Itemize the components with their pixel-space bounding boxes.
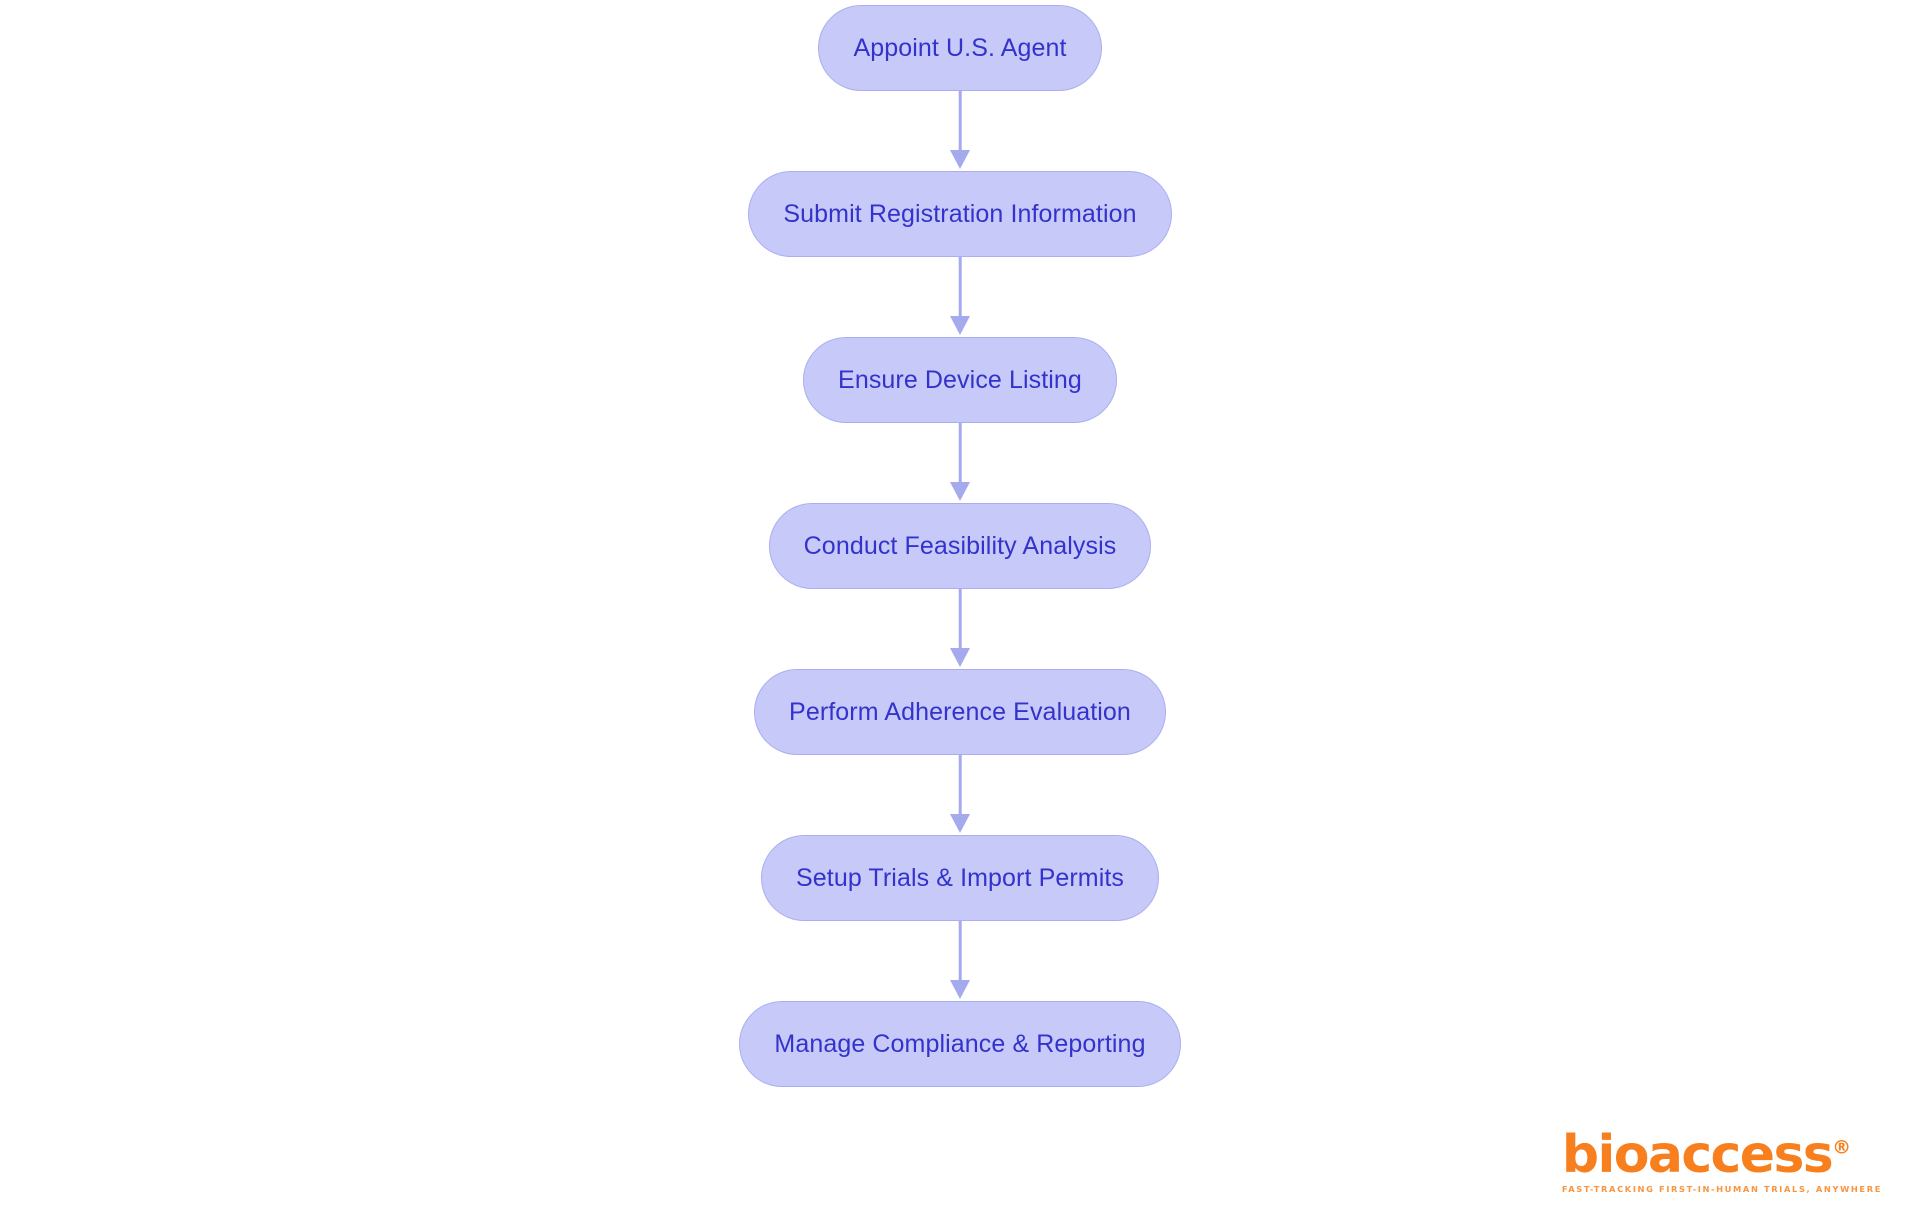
flow-node-submit-registration-information[interactable]: Submit Registration Information: [748, 171, 1172, 257]
flow-node-label: Setup Trials & Import Permits: [796, 863, 1124, 892]
flow-node-label: Submit Registration Information: [783, 199, 1137, 228]
arrow-head-icon: [950, 648, 970, 667]
brand-wordmark: bioaccess®: [1562, 1129, 1851, 1181]
arrow-stem: [958, 423, 962, 485]
arrow-stem: [958, 589, 962, 651]
flow-arrow-3-to-4: [945, 423, 975, 503]
flow-node-label: Appoint U.S. Agent: [853, 33, 1067, 62]
arrow-head-icon: [950, 150, 970, 169]
flow-arrow-4-to-5: [945, 589, 975, 669]
flow-node-setup-trials-import-permits[interactable]: Setup Trials & Import Permits: [761, 835, 1159, 921]
arrow-stem: [958, 91, 962, 153]
arrow-head-icon: [950, 316, 970, 335]
flow-node-label: Ensure Device Listing: [838, 365, 1082, 394]
flow-node-appoint-us-agent[interactable]: Appoint U.S. Agent: [818, 5, 1102, 91]
flow-node-ensure-device-listing[interactable]: Ensure Device Listing: [803, 337, 1117, 423]
flow-arrow-2-to-3: [945, 257, 975, 337]
arrow-head-icon: [950, 814, 970, 833]
arrow-stem: [958, 921, 962, 983]
flow-node-perform-adherence-evaluation[interactable]: Perform Adherence Evaluation: [754, 669, 1166, 755]
flow-arrow-6-to-7: [945, 921, 975, 1001]
flow-node-label: Manage Compliance & Reporting: [774, 1029, 1146, 1058]
flow-arrow-1-to-2: [945, 91, 975, 171]
flowchart-node-column: Appoint U.S. Agent Submit Registration I…: [0, 5, 1920, 1087]
arrow-stem: [958, 755, 962, 817]
brand-wordmark-text: bioaccess: [1561, 1124, 1834, 1185]
bioaccess-logo: bioaccess® FAST-TRACKING FIRST-IN-HUMAN …: [1562, 1129, 1882, 1193]
brand-tagline: FAST-TRACKING FIRST-IN-HUMAN TRIALS, ANY…: [1561, 1183, 1882, 1194]
flow-node-label: Conduct Feasibility Analysis: [803, 531, 1117, 560]
registered-trademark-icon: ®: [1832, 1136, 1852, 1159]
flow-node-manage-compliance-reporting[interactable]: Manage Compliance & Reporting: [739, 1001, 1181, 1087]
arrow-head-icon: [950, 482, 970, 501]
flow-node-label: Perform Adherence Evaluation: [789, 697, 1131, 726]
flow-node-conduct-feasibility-analysis[interactable]: Conduct Feasibility Analysis: [768, 503, 1152, 589]
flow-arrow-5-to-6: [945, 755, 975, 835]
arrow-stem: [958, 257, 962, 319]
arrow-head-icon: [950, 980, 970, 999]
